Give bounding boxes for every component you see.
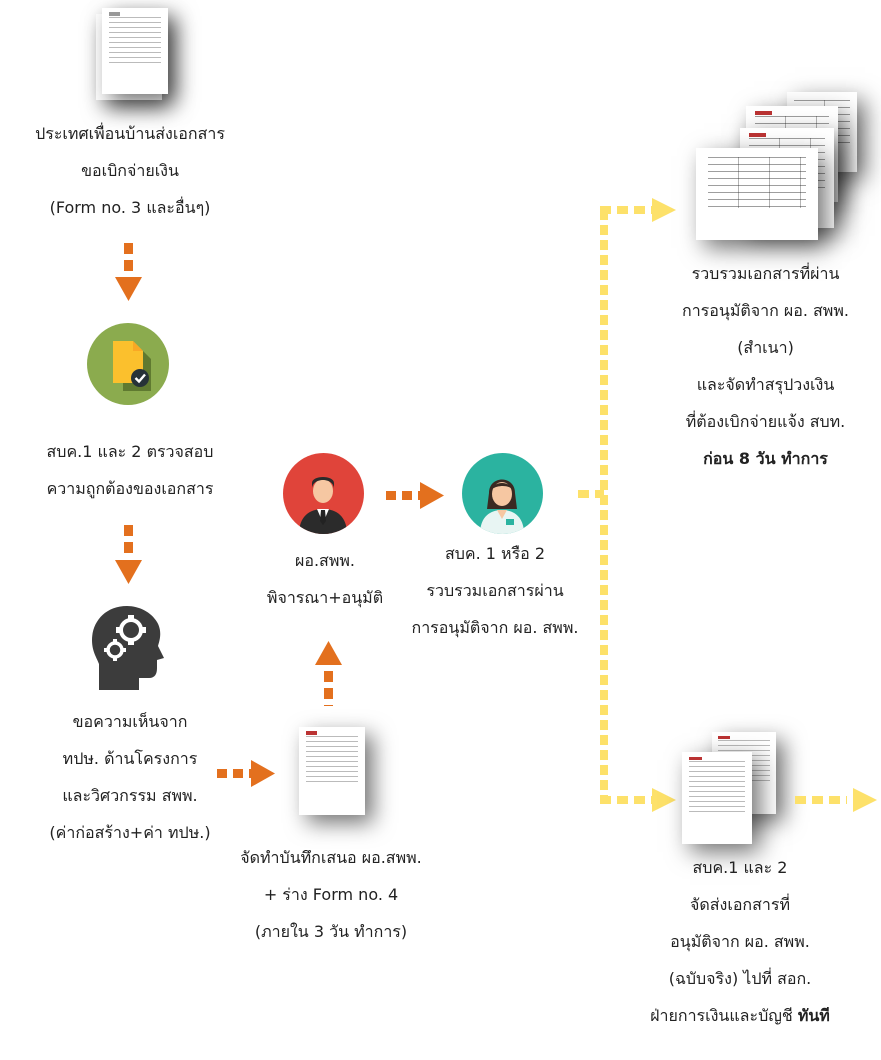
- step1-text: ประเทศเพื่อนบ้านส่งเอกสารขอเบิกจ่ายเงิน(…: [35, 124, 225, 217]
- document-icon: [102, 8, 168, 94]
- yellow-arrow-head: [652, 788, 676, 812]
- document-icon: [299, 727, 365, 815]
- orange-arrow-shaft: [124, 525, 133, 555]
- file-check-icon: [113, 341, 151, 391]
- yellow-arrow-head: [652, 198, 676, 222]
- step3-text: ขอความเห็นจากทปษ. ด้านโครงการและวิศวกรรม…: [49, 712, 211, 842]
- orange-arrow-head: [115, 277, 142, 301]
- orange-arrow-shaft: [124, 243, 133, 275]
- head-gears-icon: [92, 606, 164, 690]
- orange-arrow-head: [420, 482, 444, 509]
- yellow-connector: [578, 490, 604, 498]
- orange-arrow-shaft: [324, 671, 333, 706]
- staff-circle: [462, 453, 543, 534]
- step7-text: รวบรวมเอกสารที่ผ่านการอนุมัติจาก ผอ. สพพ…: [682, 264, 849, 468]
- orange-arrow-head: [115, 560, 142, 584]
- document-stack-icon: [682, 752, 752, 844]
- orange-arrow-head: [315, 641, 342, 665]
- director-circle: [283, 453, 364, 534]
- step5-text: ผอ.สพพ.พิจารณา+อนุมัติ: [266, 551, 384, 607]
- director-icon: [299, 477, 347, 534]
- staff-icon: [480, 479, 524, 534]
- yellow-connector: [600, 210, 608, 800]
- yellow-connector: [795, 796, 847, 804]
- orange-arrow-head: [251, 760, 275, 787]
- yellow-connector: [600, 796, 652, 804]
- orange-arrow-shaft: [386, 491, 420, 500]
- yellow-connector: [600, 206, 652, 214]
- orange-arrow-shaft: [217, 769, 251, 778]
- step2-text: สบค.1 และ 2 ตรวจสอบความถูกต้องของเอกสาร: [46, 442, 214, 498]
- step4-text: จัดทำบันทึกเสนอ ผอ.สพพ.+ ร่าง Form no. 4…: [240, 848, 422, 941]
- document-stack-icon: [696, 148, 818, 240]
- yellow-arrow-head: [853, 788, 877, 812]
- file-check-circle: [87, 323, 169, 405]
